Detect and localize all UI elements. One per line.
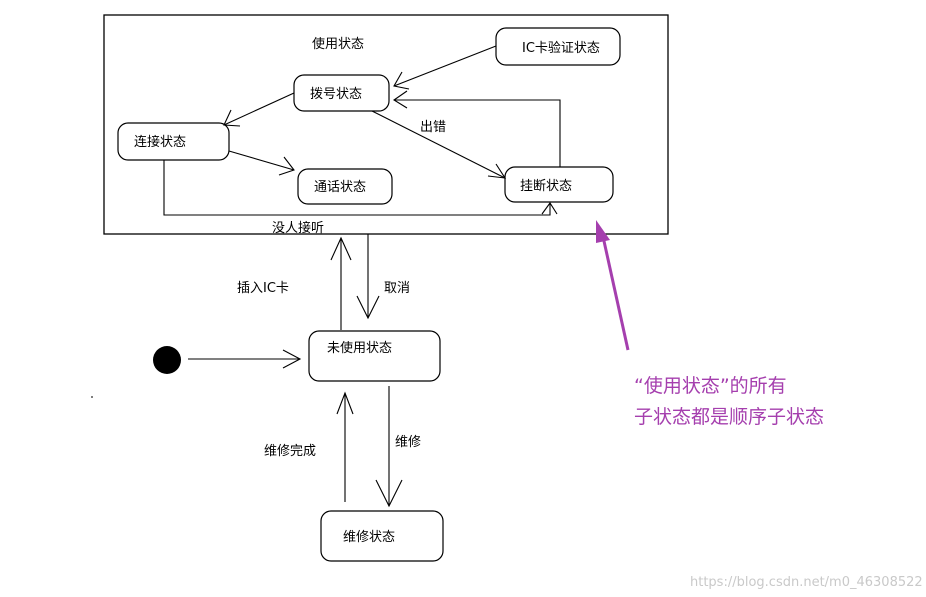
state-connecting: 连接状态 (117, 122, 230, 161)
arrow-connecting-to-talking (228, 150, 295, 176)
state-talking-label: 通话状态 (314, 180, 366, 195)
state-repair-label: 维修状态 (343, 530, 395, 545)
arrow-dialing-to-hangup (371, 110, 507, 179)
composite-state-frame (103, 14, 669, 235)
state-hangup: 挂断状态 (504, 166, 614, 203)
composite-state-label: 使用状态 (312, 36, 364, 52)
initial-state-dot (153, 346, 181, 374)
state-connecting-label: 连接状态 (134, 134, 186, 150)
arrow-hangup-to-dialing (392, 90, 561, 167)
state-dialing: 拨号状态 (293, 74, 390, 112)
arrow-repair (375, 386, 403, 508)
arrow-cancel (356, 234, 380, 320)
state-unused-label: 未使用状态 (327, 340, 392, 356)
annotation-line-2: 子状态都是顺序子状态 (634, 406, 824, 428)
annotation-line-1: “使用状态”的所有 (634, 375, 787, 397)
transition-label-cancel: 取消 (384, 281, 410, 296)
arrow-insert-card (330, 236, 352, 330)
annotation-arrow (596, 220, 630, 351)
transition-label-repair: 维修 (395, 435, 421, 450)
state-hangup-label: 挂断状态 (520, 179, 572, 194)
arrow-dialing-to-connecting (223, 92, 295, 127)
state-repair: 维修状态 (320, 510, 444, 562)
transition-label-repair-done: 维修完成 (264, 444, 316, 459)
state-unused: 未使用状态 (308, 330, 441, 382)
state-ic-verify: IC卡验证状态 (495, 27, 621, 66)
transition-label-insert-card: 插入IC卡 (237, 281, 289, 296)
watermark: https://blog.csdn.net/m0_46308522 (690, 575, 923, 590)
stray-dot (91, 396, 93, 398)
arrow-repair-done (336, 391, 354, 502)
arrow-initial-to-unused (188, 349, 302, 369)
state-talking: 通话状态 (297, 168, 393, 205)
arrow-connecting-to-hangup (163, 160, 558, 216)
transition-label-no-answer: 没人接听 (272, 220, 324, 236)
state-ic-verify-label: IC卡验证状态 (522, 40, 600, 56)
arrow-ic-to-dialing (393, 45, 497, 90)
state-dialing-label: 拨号状态 (310, 87, 362, 102)
transition-label-error: 出错 (420, 120, 446, 135)
